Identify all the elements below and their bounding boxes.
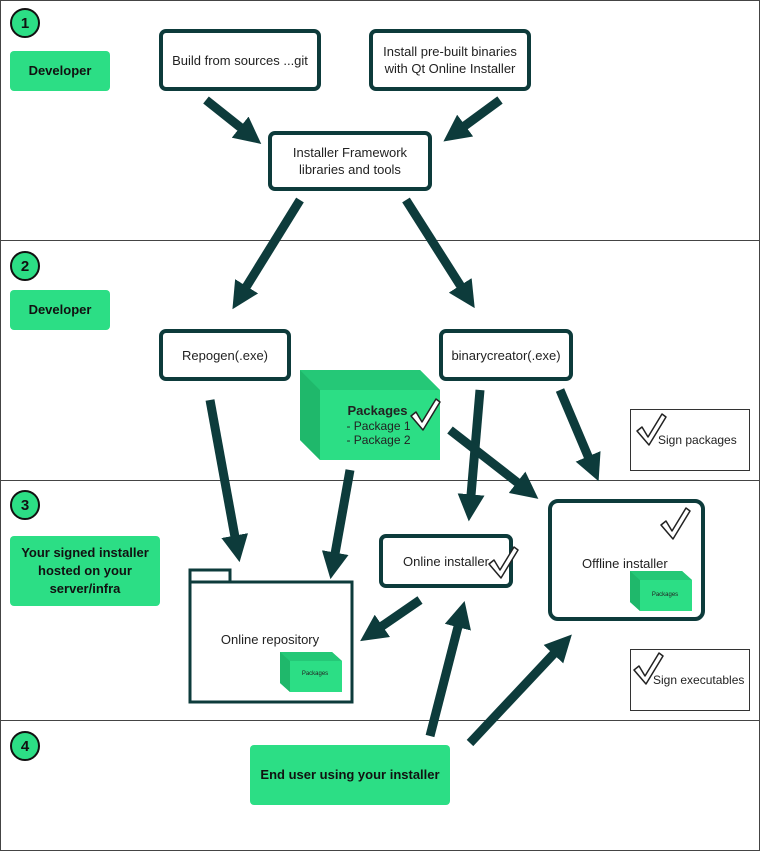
offline-installer-label: Offline installer <box>582 556 668 571</box>
step-badge-3: 3 <box>10 490 40 520</box>
end-user-tag: End user using your installer <box>250 745 450 805</box>
arrow-icon <box>203 96 262 144</box>
role-tag-developer-1: Developer <box>10 51 110 91</box>
arrow-icon <box>555 388 601 482</box>
arrow-icon <box>425 601 471 738</box>
arrow-icon <box>443 96 503 142</box>
sign-packages-note: Sign packages <box>630 409 750 471</box>
online-installer-label: Online installer <box>403 553 489 569</box>
binarycreator-node: binarycreator(.exe) <box>439 329 573 381</box>
build-from-sources-node: Build from sources ...git <box>159 29 321 91</box>
arrow-icon <box>205 399 249 563</box>
role-tag-developer-2: Developer <box>10 290 110 330</box>
checkmark-icon <box>410 398 441 431</box>
arrow-icon <box>360 596 423 642</box>
package-cube-icon <box>300 370 440 460</box>
package-cube-icon <box>630 571 692 611</box>
role-tag-signed-installer: Your signed installer hosted on your ser… <box>10 536 160 606</box>
step-badge-4: 4 <box>10 731 40 761</box>
step-badge-1: 1 <box>10 8 40 38</box>
arrow-icon <box>232 197 304 310</box>
sign-executables-label: Sign executables <box>653 673 745 687</box>
installer-framework-node: Installer Framework libraries and tools <box>268 131 432 191</box>
online-repository-label: Online repository <box>220 632 320 647</box>
arrow-icon <box>466 634 572 747</box>
offline-packages-label: Packages <box>651 592 679 598</box>
folder-icon <box>188 568 354 704</box>
package-item-1: - Package 1 <box>346 419 411 433</box>
package-item-2: - Package 2 <box>346 433 411 447</box>
checkmark-icon <box>636 413 667 446</box>
install-prebuilt-binaries-node: Install pre-built binaries with Qt Onlin… <box>369 29 531 91</box>
online-installer-node: Online installer <box>379 534 513 588</box>
repogen-node: Repogen(.exe) <box>159 329 291 381</box>
arrow-icon <box>402 197 475 309</box>
sign-executables-note: Sign executables <box>630 649 750 711</box>
packages-title: Packages <box>347 403 408 418</box>
step-badge-2: 2 <box>10 251 40 281</box>
arrow-icon <box>447 426 539 499</box>
checkmark-icon <box>488 546 519 579</box>
checkmark-icon <box>660 507 691 540</box>
checkmark-icon <box>633 652 664 685</box>
package-cube-icon <box>280 652 342 692</box>
arrow-icon <box>321 469 355 580</box>
sign-packages-label: Sign packages <box>658 433 737 447</box>
repository-packages-label: Packages <box>301 671 329 677</box>
